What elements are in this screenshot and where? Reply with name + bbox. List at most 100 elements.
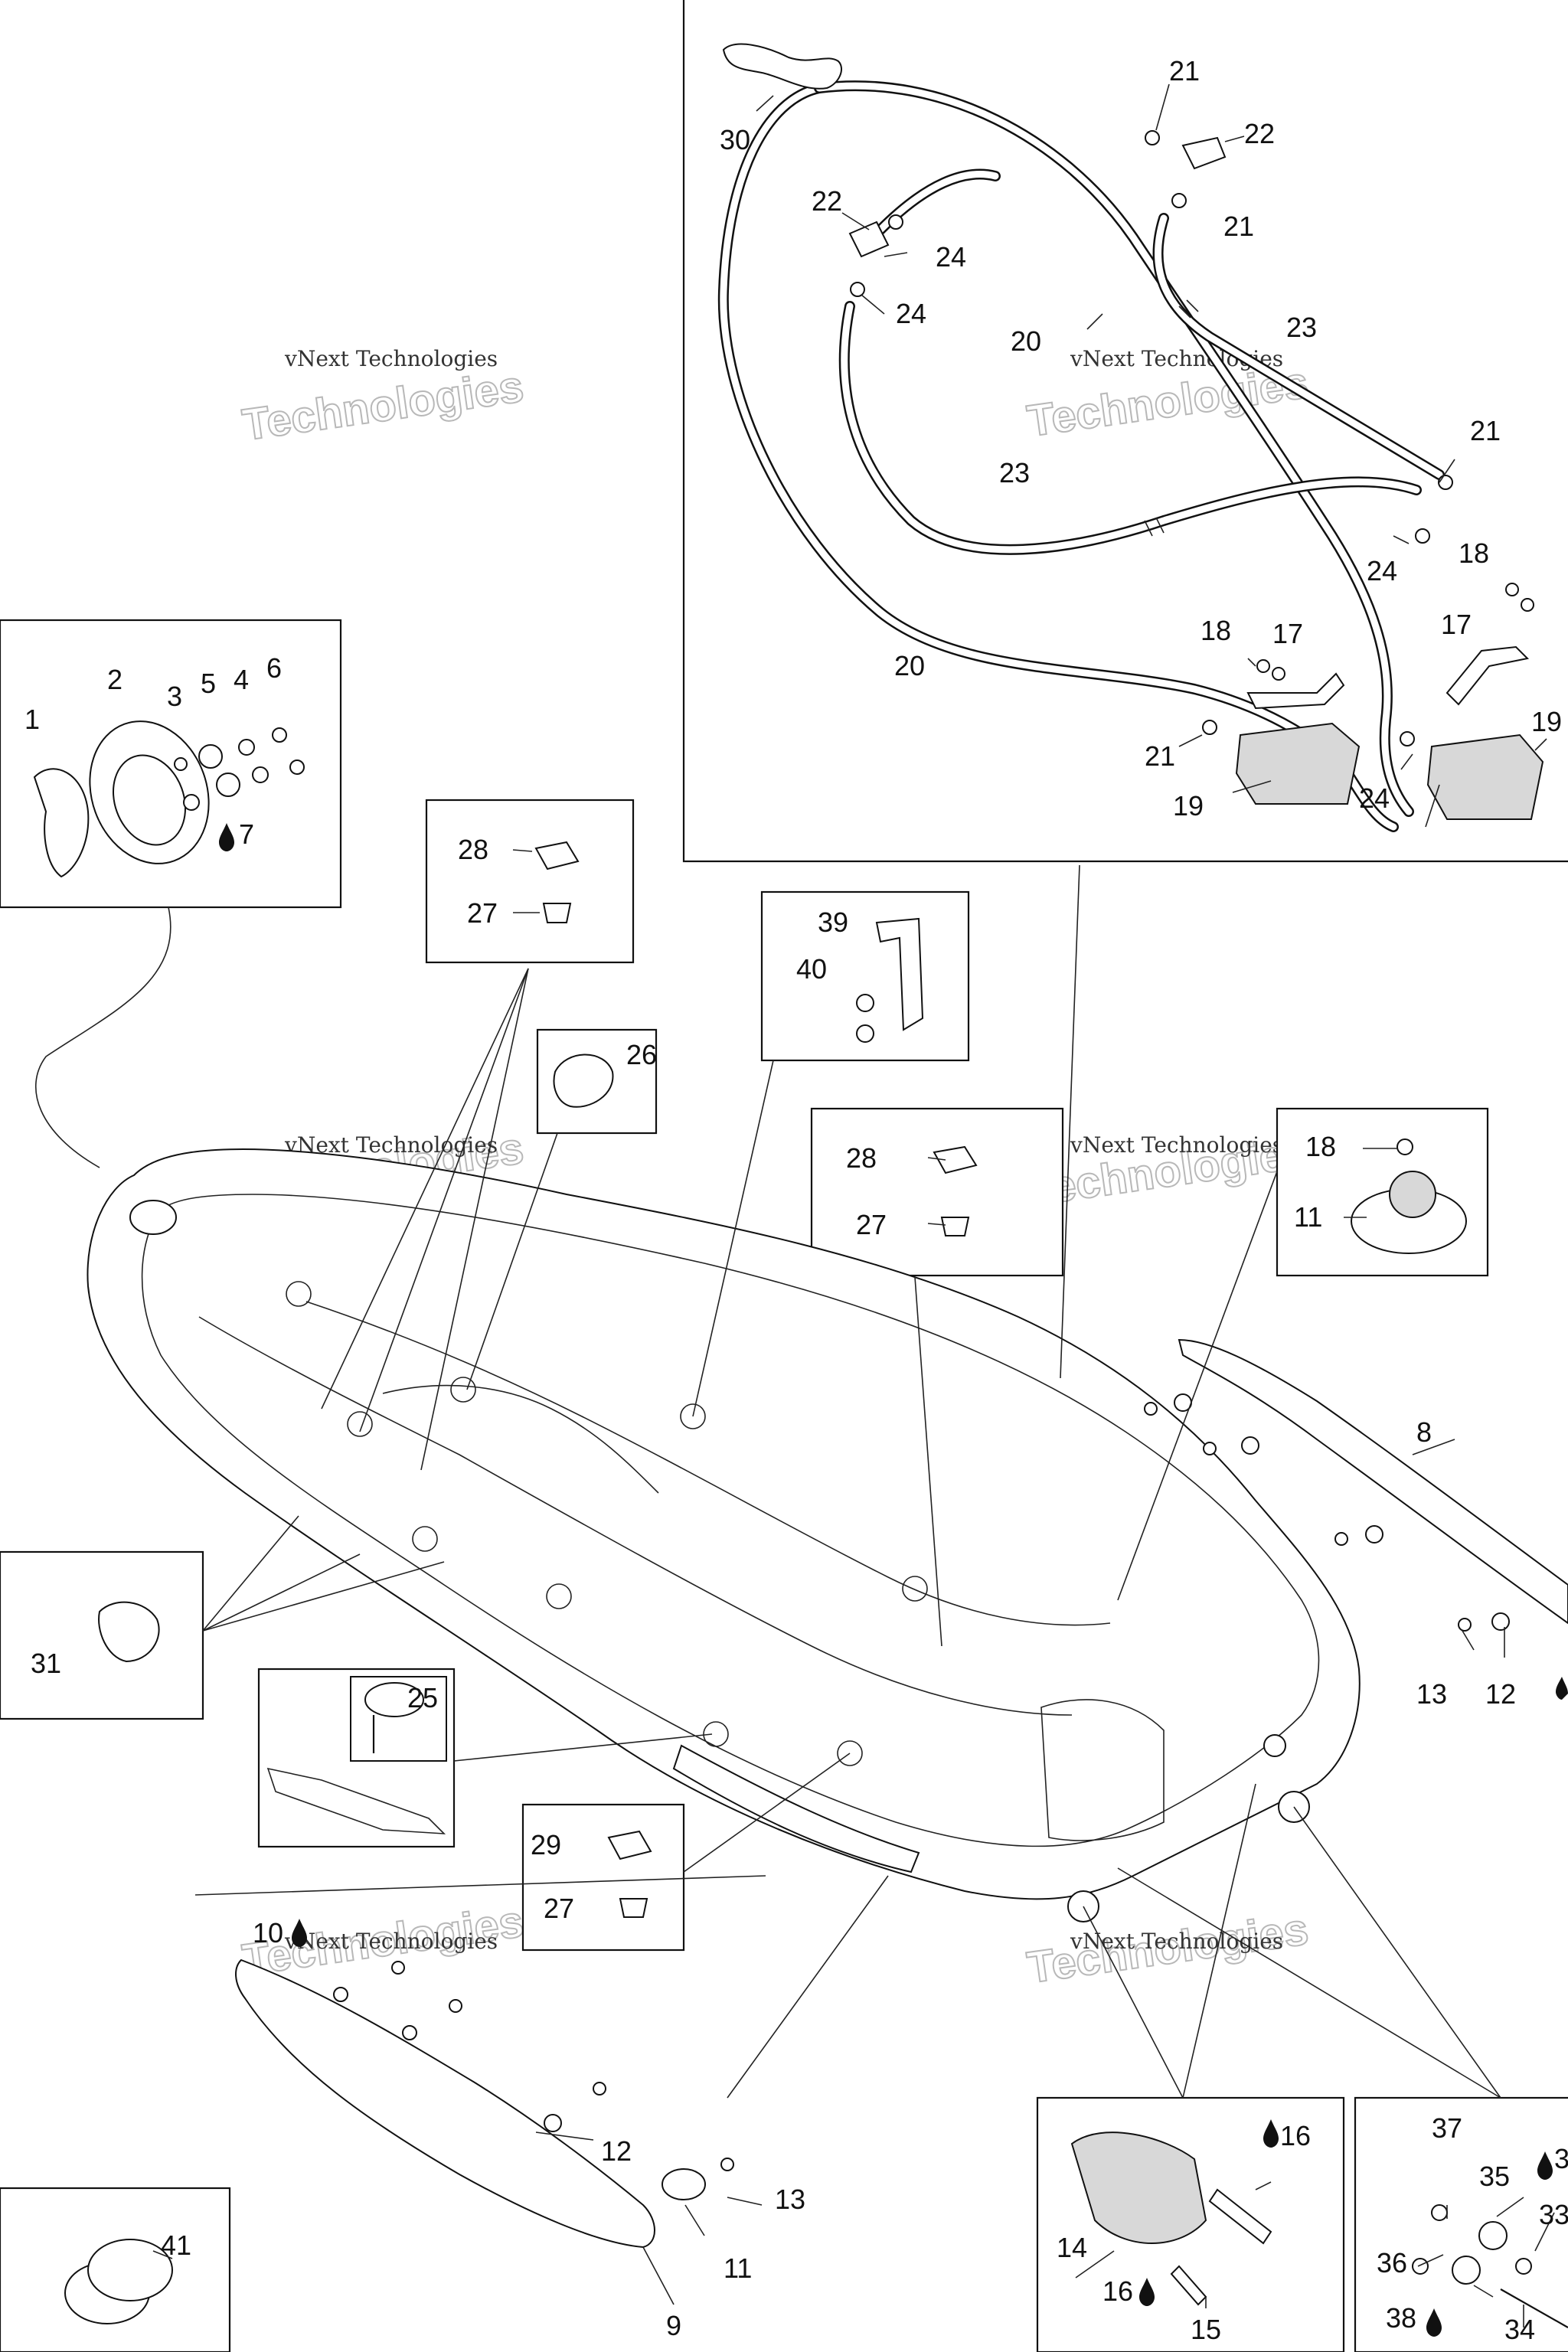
drop-icon-38 <box>1426 2308 1442 2337</box>
hull-rear-block <box>1040 1699 1165 1841</box>
clamp-24-top <box>888 214 903 230</box>
bracket-17-right <box>1446 645 1530 706</box>
callout-13b: 13 <box>775 2184 805 2215</box>
callout-24c: 24 <box>1367 555 1397 586</box>
callout-37: 37 <box>1432 2112 1462 2144</box>
callout-29: 29 <box>531 1829 561 1860</box>
leader-steering-to-hull <box>35 906 172 1168</box>
callout-labels: 1 2 3 4 5 6 7 8 9 10 11 11 12 12 13 13 1… <box>24 55 1568 2345</box>
outlet-14 <box>1070 2132 1207 2244</box>
pointer-lines <box>152 83 1555 2328</box>
watermark-big-1: Technologies <box>240 361 527 450</box>
part-30-grip <box>722 43 842 90</box>
bolt-15 <box>1170 2265 1207 2306</box>
callout-24a: 24 <box>936 241 966 273</box>
reservoir-19-right <box>1426 733 1544 820</box>
watermark-small-5: vNext Technologies <box>284 1929 498 1954</box>
clamp-21-top <box>1145 130 1160 145</box>
rub-rail-8 <box>1178 1338 1568 1625</box>
hull-front-eye <box>129 1200 177 1235</box>
nut-37 <box>1431 2204 1448 2221</box>
callout-21a: 21 <box>1169 55 1200 87</box>
callout-34: 34 <box>1504 2314 1535 2345</box>
callout-19a: 19 <box>1173 790 1204 822</box>
hull-deck <box>141 1194 1320 1847</box>
callout-18c: 18 <box>1305 1131 1336 1162</box>
callout-3: 3 <box>167 681 182 712</box>
callout-11a: 11 <box>1294 1201 1322 1233</box>
part-4-washer <box>238 739 255 756</box>
clamp-21-mid <box>1171 193 1187 208</box>
drop-icon-3x <box>1537 2151 1553 2180</box>
bolt-18-left-a <box>1256 659 1270 673</box>
callout-18b: 18 <box>1459 537 1489 569</box>
bolt-40-a <box>856 994 874 1012</box>
rivet-27-mid <box>940 1217 970 1236</box>
inset-box-28-27-mid <box>810 1107 1064 1277</box>
callout-2: 2 <box>107 664 122 695</box>
bolt-18-right-a <box>1505 583 1519 596</box>
clip-28-top <box>534 841 580 871</box>
callout-7: 7 <box>239 818 254 850</box>
hull-seat-line <box>382 1384 659 1494</box>
part-3-washer <box>174 757 188 771</box>
washer-38 <box>1452 2256 1481 2285</box>
reservoir-19-left <box>1235 722 1361 805</box>
clamp-26 <box>553 1054 614 1108</box>
drop-icon-16a <box>1263 2119 1279 2148</box>
inset-box-29-27 <box>521 1803 685 1952</box>
callout-28b: 28 <box>846 1142 877 1174</box>
washer-35 <box>1478 2221 1508 2250</box>
callout-8: 8 <box>1416 1416 1432 1448</box>
callout-20b: 20 <box>894 650 925 681</box>
drop-icon-16b <box>1139 2278 1155 2306</box>
callout-15: 15 <box>1191 2314 1221 2345</box>
nut-33 <box>1515 2258 1532 2275</box>
nut-13-lower <box>720 2158 734 2171</box>
bolt-18-inset <box>1396 1138 1413 1155</box>
callout-17a: 17 <box>1272 618 1303 649</box>
lubricant-drops <box>219 823 1568 2337</box>
callout-16a: 16 <box>1280 2120 1311 2151</box>
callout-23b: 23 <box>999 457 1030 488</box>
hull-floor-line-1 <box>198 1316 1073 1716</box>
callout-25: 25 <box>407 1682 438 1713</box>
callout-22a: 22 <box>1244 118 1275 149</box>
drop-icon-7 <box>219 823 234 851</box>
callout-33: 33 <box>1539 2199 1568 2230</box>
stud-34 <box>1500 2288 1568 2328</box>
strip-25 <box>266 1767 446 1834</box>
part-1-handle <box>33 768 90 878</box>
callout-3-edge: 3 <box>1554 2143 1568 2174</box>
clamp-24-mid <box>850 282 865 297</box>
callout-1: 1 <box>24 704 40 735</box>
callout-12b: 12 <box>601 2135 632 2167</box>
hull-outlet-top <box>1263 1734 1286 1757</box>
leader-lines <box>35 864 1501 2099</box>
steering-parts <box>33 720 305 878</box>
drop-icon-edge <box>1556 1677 1568 1700</box>
callout-26: 26 <box>626 1039 657 1070</box>
part-6-nut <box>272 727 287 743</box>
callout-27c: 27 <box>544 1893 574 1924</box>
bracket-17-left <box>1246 672 1345 710</box>
watermark-small-1: vNext Technologies <box>284 346 498 371</box>
rub-rails <box>235 1338 1568 2249</box>
rivet-27-top <box>542 903 572 923</box>
callout-6: 6 <box>266 652 282 684</box>
hose-assembly <box>717 43 1544 832</box>
callout-38: 38 <box>1386 2302 1416 2334</box>
bolt-18-left-b <box>1272 667 1285 681</box>
callout-30: 30 <box>720 124 750 155</box>
callout-4: 4 <box>234 664 249 695</box>
rivet-27-low <box>619 1898 648 1918</box>
callout-35: 35 <box>1479 2161 1510 2192</box>
callout-9: 9 <box>666 2310 681 2341</box>
cup-11-lower <box>662 2168 706 2200</box>
callout-17b: 17 <box>1441 609 1472 640</box>
callout-23a: 23 <box>1286 312 1317 343</box>
callout-24d: 24 <box>1359 782 1390 814</box>
callout-16b: 16 <box>1102 2275 1133 2307</box>
callout-22b: 22 <box>812 185 842 217</box>
callout-11b: 11 <box>724 2252 752 2284</box>
